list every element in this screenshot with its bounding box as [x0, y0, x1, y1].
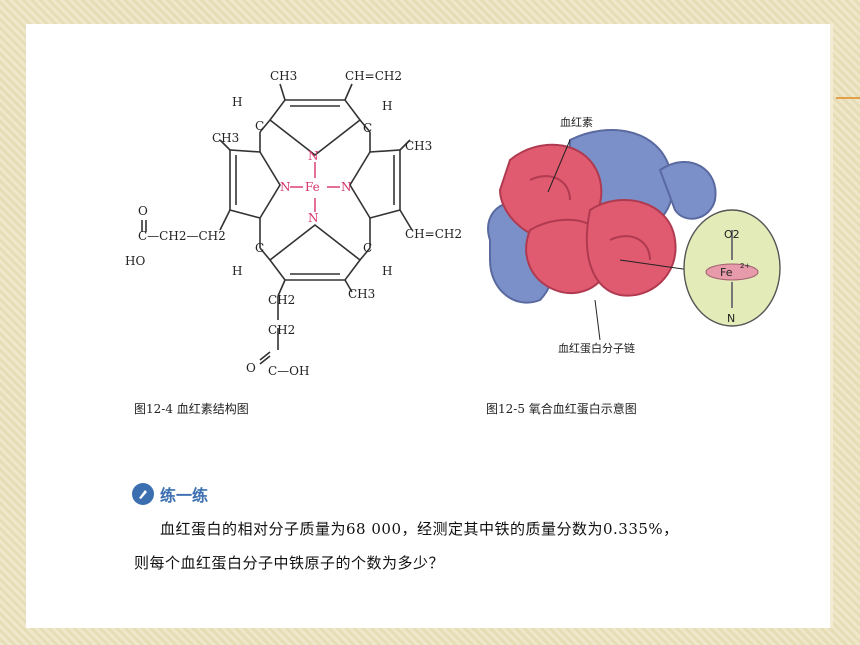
hemoglobin-illustration: 血红素 血红蛋白分子链 O2 Fe 2+ N	[487, 115, 781, 355]
label-cooh-o: O	[138, 204, 148, 218]
label-c-bottom-right: C	[363, 241, 372, 255]
inset-fe: Fe	[720, 266, 733, 279]
label-cooh-bottom: C—OH	[268, 364, 309, 378]
label-ch-ch2-top: CH=CH2	[345, 69, 402, 83]
atom-fe: Fe	[305, 180, 320, 194]
practice-heading: 练一练	[132, 482, 208, 506]
label-ch3-right: CH3	[405, 139, 432, 153]
atom-n-bottom: N	[308, 211, 319, 225]
atom-n-right: N	[341, 180, 352, 194]
atom-n-left: N	[280, 180, 291, 194]
label-cooh-ho: HO	[125, 254, 145, 268]
practice-title: 练一练	[160, 486, 209, 505]
label-c-top-left: C	[255, 119, 264, 133]
heme-caption: 图12-4 血红素结构图	[134, 402, 249, 416]
label-c-bottom-left: C	[255, 241, 264, 255]
label-ch3-left: CH3	[212, 131, 239, 145]
label-ch-ch2-right: CH=CH2	[405, 227, 462, 241]
inset-charge: 2+	[740, 262, 750, 270]
label-cooh-chain: C—CH2—CH2	[138, 229, 226, 243]
hemoglobin-caption: 图12-5 氧合血红蛋白示意图	[486, 402, 637, 416]
label-cooh-bottom-o: O	[246, 361, 256, 375]
label-c-top-right: C	[363, 121, 372, 135]
label-ch3-bottom: CH3	[348, 287, 375, 301]
atom-n-top: N	[308, 149, 319, 163]
pen-icon	[132, 483, 154, 505]
problem-line-1: 血红蛋白的相对分子质量为68 000，经测定其中铁的质量分数为0.335%，	[160, 520, 679, 538]
label-chain: 血红蛋白分子链	[558, 341, 635, 355]
problem-line-2: 则每个血红蛋白分子中铁原子的个数为多少？	[134, 554, 445, 572]
slide	[26, 24, 833, 628]
label-heme: 血红素	[560, 115, 593, 129]
inset-n: N	[727, 312, 735, 325]
heme-structure-diagram: N N Fe N N CH3 CH=CH2 H H C C CH3 CH3 CH…	[125, 69, 462, 378]
label-ch3-top: CH3	[270, 69, 297, 83]
inset-o2: O2	[724, 228, 740, 241]
label-h-top-right: H	[382, 99, 392, 113]
label-ch2-a: CH2	[268, 293, 295, 307]
label-h-top-left: H	[232, 95, 242, 109]
label-h-bottom-right: H	[382, 264, 392, 278]
accent-line	[836, 97, 860, 99]
label-ch2-b: CH2	[268, 323, 295, 337]
label-h-bottom-left: H	[232, 264, 242, 278]
